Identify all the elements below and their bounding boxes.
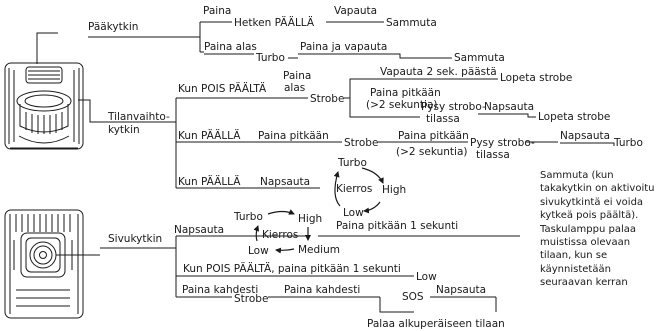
main-button-label: Pääkytkin <box>88 21 138 33</box>
mode-stay-strobe-3: Pysy strobo- <box>470 137 535 149</box>
flashlight-side-illustration <box>4 209 84 319</box>
mode-cycle-low: Low <box>343 207 364 219</box>
main-press: Paina <box>203 5 231 17</box>
main-turbo: Turbo <box>255 52 285 64</box>
mode-stay-strobe-2: tilassa <box>426 113 460 125</box>
main-turn-off: Sammuta <box>386 17 437 29</box>
main-button-branch: Pääkytkin Paina Hetken PÄÄLLÄ Vapauta Sa… <box>36 5 505 64</box>
mode-press-long: Paina pitkään <box>370 87 441 99</box>
mode-switch-label-1: Tilanvaihto- <box>107 111 170 123</box>
main-press-down: Paina alas <box>204 41 257 53</box>
mode-cycle-turbo: Turbo <box>337 157 367 169</box>
main-release: Vapauta <box>334 5 377 17</box>
mode-press-down-2: alas <box>284 82 305 94</box>
mode-switch-branch: Tilanvaihto- kytkin Kun POIS PÄÄLTÄ Pain… <box>78 66 643 219</box>
mode-strobe-2: Strobe <box>344 137 378 149</box>
mode-when-on: Kun PÄÄLLÄ <box>178 129 241 142</box>
mode-cycle-label: Kierros <box>336 183 372 195</box>
mode-click-2: Napsauta <box>560 130 610 142</box>
mode-turbo: Turbo <box>613 137 643 149</box>
mode-press-long-3: Paina pitkään <box>398 130 469 142</box>
side-when-off-press-long: Kun POIS PÄÄLTÄ, paina pitkään 1 sekunti <box>183 262 401 275</box>
side-strobe: Strobe <box>234 293 268 305</box>
side-switch-branch: Sivukytkin Napsauta Turbo High Kierros L… <box>56 209 520 330</box>
side-cycle-label: Kierros <box>262 229 298 241</box>
mode-when-off: Kun POIS PÄÄLTÄ <box>178 82 267 95</box>
mode-stay-strobe-1: Pysy strobo- <box>421 101 486 113</box>
side-switch-label: Sivukytkin <box>108 233 162 245</box>
side-cycle-high: High <box>298 213 322 225</box>
mode-click: Napsauta <box>484 101 534 113</box>
mode-release-after-2s: Vapauta 2 sek. päästä <box>380 66 497 78</box>
side-low: Low <box>416 271 437 283</box>
flashlight-tail-illustration <box>4 62 84 150</box>
side-click-2: Napsauta <box>436 284 486 296</box>
mode-press-long-2: Paina pitkään <box>258 130 329 142</box>
side-press-long-1s: Paina pitkään 1 sekunti <box>336 220 458 232</box>
mode-stop-strobe: Lopeta strobe <box>500 72 572 84</box>
side-press-twice-2: Paina kahdesti <box>284 284 360 296</box>
side-press-twice: Paina kahdesti <box>182 284 258 296</box>
side-cycle-medium: Medium <box>298 244 340 256</box>
mode-more-than-2s-2: (>2 sekuntia) <box>396 146 467 158</box>
mode-switch-label-2: kytkin <box>108 124 140 136</box>
mode-stop-strobe-2: Lopeta strobe <box>538 111 610 123</box>
mode-click-3: Napsauta <box>260 176 310 188</box>
mode-strobe: Strobe <box>310 93 344 105</box>
main-press-and-release: Paina ja vapauta <box>300 41 387 53</box>
turn-off-note: Sammuta (kun takakytkin on aktivoitu siv… <box>540 170 655 289</box>
side-cycle-low: Low <box>248 245 269 257</box>
mode-stay-strobe-4: tilassa <box>476 149 510 161</box>
mode-press-down-1: Paina <box>283 70 311 82</box>
side-click: Napsauta <box>174 224 224 236</box>
side-cycle-turbo: Turbo <box>233 211 263 223</box>
main-turn-off-2: Sammuta <box>454 52 505 64</box>
side-sos: SOS <box>402 291 424 303</box>
side-return-to-original: Palaa alkuperäiseen tilaan <box>367 318 505 330</box>
mode-when-on-2: Kun PÄÄLLÄ <box>178 175 241 188</box>
mode-more-than-2s: (>2 sekuntia) <box>366 99 437 111</box>
mode-cycle-high: High <box>382 184 406 196</box>
main-momentary-on: Hetken PÄÄLLÄ <box>234 16 315 29</box>
